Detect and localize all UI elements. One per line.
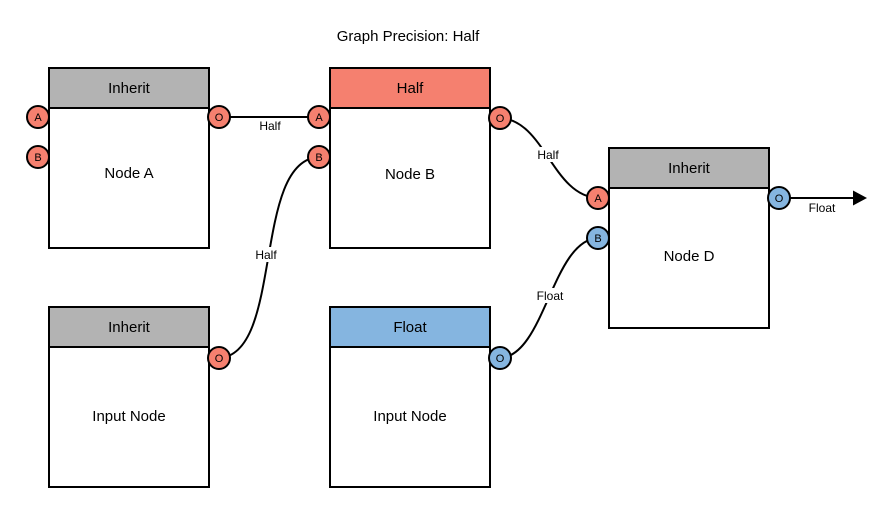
- input-node-left: Inherit Input Node: [48, 306, 210, 488]
- node-a: Inherit Node A: [48, 67, 210, 249]
- node-b-port-b: [307, 145, 331, 169]
- node-a-port-b-letter: B: [34, 152, 41, 164]
- node-b-header-label: Half: [397, 80, 425, 97]
- edge-label-bg: [250, 247, 282, 262]
- edge-label-float-2: Float: [809, 201, 836, 215]
- input-node-mid-port-o: [488, 346, 512, 370]
- input-node-mid-header-label: Float: [393, 319, 427, 336]
- input-node-left-port-o-letter: O: [215, 353, 224, 365]
- node-d-port-o-letter: O: [775, 193, 784, 205]
- node-a-label: Node A: [104, 165, 153, 182]
- input-node-left-header-label: Inherit: [108, 319, 151, 336]
- node-b-port-a-letter: A: [315, 112, 323, 124]
- node-d-port-a: [586, 186, 610, 210]
- node-b: Half Node B: [329, 67, 491, 249]
- input-node-mid-header: [329, 306, 491, 348]
- node-d-port-b: [586, 226, 610, 250]
- node-b-port-b-letter: B: [315, 152, 322, 164]
- node-d-port-o: [767, 186, 791, 210]
- edge-label-bg: [532, 288, 569, 303]
- node-a-port-a: [26, 105, 50, 129]
- node-b-label: Node B: [385, 166, 435, 183]
- edge-labels: Half Half Half Float Float: [250, 118, 836, 303]
- node-a-header: [48, 67, 210, 109]
- edge-label-bg: [532, 147, 564, 162]
- node-b-port-o-letter: O: [496, 113, 505, 125]
- edge-label-half-2: Half: [255, 248, 277, 262]
- node-b-header: [329, 67, 491, 109]
- node-d-port-a-letter: A: [594, 193, 602, 205]
- ports: A B O A B O A B O O O: [26, 105, 791, 370]
- arrowhead-icon: [853, 190, 867, 206]
- edge-label-half-3: Half: [537, 148, 559, 162]
- input-node-left-port-o: [207, 346, 231, 370]
- node-a-port-b: [26, 145, 50, 169]
- node-d-header-label: Inherit: [668, 160, 711, 177]
- node-b-port-o: [488, 106, 512, 130]
- node-b-port-a: [307, 105, 331, 129]
- node-a-port-a-letter: A: [34, 112, 42, 124]
- node-d-label: Node D: [664, 248, 715, 265]
- input-node-mid-port-o-letter: O: [496, 353, 505, 365]
- node-d: Inherit Node D: [608, 147, 770, 329]
- node-d-port-b-letter: B: [594, 233, 601, 245]
- node-a-header-label: Inherit: [108, 80, 151, 97]
- input-node-left-label: Input Node: [92, 408, 165, 425]
- node-a-port-o: [207, 105, 231, 129]
- edge-label-bg: [254, 118, 286, 133]
- edge-label-half-1: Half: [259, 119, 281, 133]
- node-d-header: [608, 147, 770, 189]
- node-a-port-o-letter: O: [215, 112, 224, 124]
- diagram-title: Graph Precision: Half: [337, 28, 480, 45]
- input-node-mid-label: Input Node: [373, 408, 446, 425]
- input-node-left-header: [48, 306, 210, 348]
- edge-label-float-1: Float: [537, 289, 564, 303]
- input-node-mid: Float Input Node: [329, 306, 491, 488]
